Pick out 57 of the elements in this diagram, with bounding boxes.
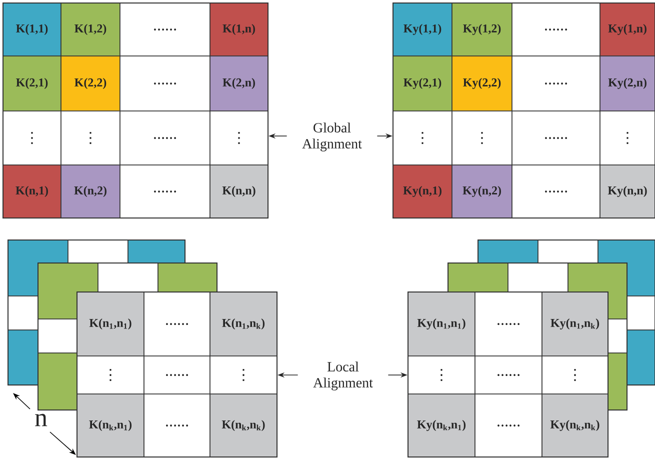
matrix-cell: K(1,1) [2, 2, 62, 56]
matrix-cell: …… [512, 2, 600, 56]
matrix-layer [392, 2, 655, 218]
matrix-layer [76, 292, 278, 458]
matrix-cell: Ky(n,2) [452, 164, 512, 218]
matrix-cell: K(n$_{1}$,n$_{1}$) [76, 292, 144, 356]
matrix-cell: K(n,n) [210, 164, 268, 218]
matrix-cell: …… [512, 56, 600, 112]
matrix-cell: Ky(n,n) [600, 164, 655, 218]
matrix-cell: ⋮ [408, 356, 476, 394]
matrix-cell: ⋮ [60, 110, 120, 166]
matrix-cell: …… [120, 2, 210, 56]
matrix-cell: …… [120, 56, 210, 112]
matrix-cell: Ky(1,1) [392, 2, 452, 56]
matrix-cell: …… [144, 356, 210, 394]
matrix-cell: …… [120, 110, 210, 166]
matrix-cell: Ky(n$_{k}$,n$_{1}$) [408, 394, 476, 458]
matrix-cell: K(1,2) [60, 2, 120, 56]
matrix-cell: ⋮ [392, 110, 452, 166]
matrix-cell: ⋮ [2, 110, 62, 166]
matrix-cell: K(n$_{k}$,n$_{1}$) [76, 394, 144, 458]
matrix-cell: …… [474, 292, 542, 356]
alignment-label: Local Alignment [313, 362, 373, 390]
matrix-cell: Ky(n,1) [392, 164, 452, 218]
matrix-cell: K(2,1) [2, 56, 62, 112]
matrix-cell: ⋮ [76, 356, 144, 394]
alignment-label: Global Alignment [302, 122, 362, 152]
matrix-cell: Ky(1,2) [452, 2, 512, 56]
dimension-label: n [35, 414, 48, 426]
matrix-cell: Ky(n$_{1}$,n$_{1}$) [408, 292, 476, 356]
matrix-cell: Ky(1,n) [600, 2, 655, 56]
matrix-cell: Ky(n$_{1}$,n$_{k}$) [542, 292, 608, 356]
matrix-cell: ⋮ [600, 110, 655, 166]
matrix-cell: K(2,2) [60, 56, 120, 112]
matrix-cell: ⋮ [542, 356, 608, 394]
matrix-layer [408, 292, 608, 458]
matrix-cell: …… [120, 164, 210, 218]
matrix-cell: …… [474, 394, 542, 458]
matrix-cell: K(2,n) [210, 56, 268, 112]
matrix-cell: K(n$_{k}$,n$_{k}$) [210, 394, 278, 458]
matrix-cell: …… [512, 164, 600, 218]
matrix-layer [2, 2, 268, 218]
matrix-cell: Ky(2,n) [600, 56, 655, 112]
matrix-cell: …… [512, 110, 600, 166]
matrix-cell: K(n$_{1}$,n$_{k}$) [210, 292, 278, 356]
matrix-cell: …… [144, 394, 210, 458]
matrix-cell: Ky(2,1) [392, 56, 452, 112]
matrix-cell: …… [474, 356, 542, 394]
matrix-cell: ⋮ [210, 356, 278, 394]
matrix-cell: ⋮ [452, 110, 512, 166]
matrix-cell: K(1,n) [210, 2, 268, 56]
matrix-cell: Ky(n$_{k}$,n$_{k}$) [542, 394, 608, 458]
matrix-cell: …… [144, 292, 210, 356]
matrix-cell: ⋮ [210, 110, 268, 166]
matrix-cell: K(n,1) [2, 164, 62, 218]
matrix-cell: Ky(2,2) [452, 56, 512, 112]
matrix-cell: K(n,2) [60, 164, 120, 218]
